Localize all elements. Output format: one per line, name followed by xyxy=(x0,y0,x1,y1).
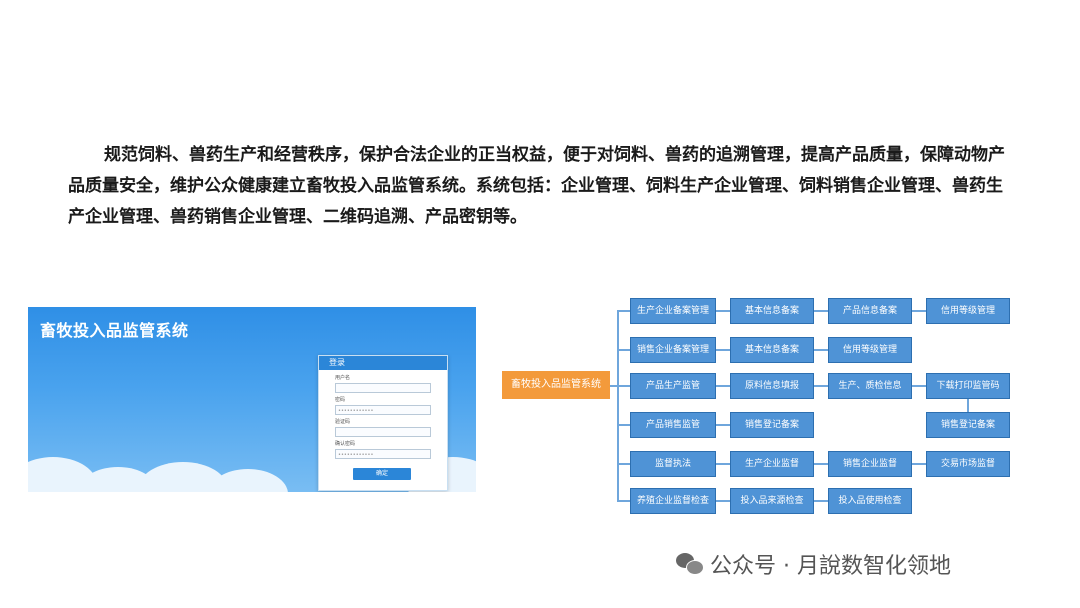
connector-line xyxy=(814,463,828,465)
login-screenshot: 畜牧投入品监管系统 登录 用户名 密码 •••••••••••• 验证码 确认密… xyxy=(28,307,476,492)
connector-line xyxy=(610,385,618,387)
connector-line xyxy=(814,385,828,387)
diagram-node: 生产、质检信息 xyxy=(828,373,912,399)
password-field[interactable]: •••••••••••• xyxy=(335,405,431,415)
diagram-node: 交易市场监督 xyxy=(926,451,1010,477)
connector-line xyxy=(617,385,630,387)
diagram-node: 投入品来源检查 xyxy=(730,488,814,514)
diagram-node: 销售企业监督 xyxy=(828,451,912,477)
connector-line xyxy=(716,310,730,312)
connector-line xyxy=(716,500,730,502)
diagram-node: 销售登记备案 xyxy=(926,412,1010,438)
diagram-node: 原料信息填报 xyxy=(730,373,814,399)
confirm-password-label: 确认密码 xyxy=(335,441,356,447)
connector-line xyxy=(912,385,926,387)
connector-line xyxy=(617,311,619,501)
confirm-password-field[interactable]: •••••••••••• xyxy=(335,449,431,459)
connector-line xyxy=(814,349,828,351)
username-field[interactable] xyxy=(335,383,431,393)
diagram-root-node: 畜牧投入品监管系统 xyxy=(502,371,610,399)
connector-line xyxy=(716,385,730,387)
connector-line xyxy=(967,399,969,412)
connector-line xyxy=(814,500,828,502)
username-label: 用户名 xyxy=(335,375,351,381)
diagram-node: 产品销售监管 xyxy=(630,412,716,438)
login-submit-button[interactable]: 确定 xyxy=(353,468,411,480)
captcha-label: 验证码 xyxy=(335,419,351,425)
connector-line xyxy=(716,424,730,426)
connector-line xyxy=(617,349,630,351)
connector-line xyxy=(617,500,630,502)
captcha-field[interactable] xyxy=(335,427,431,437)
login-dialog-title: 登录 xyxy=(319,356,447,370)
diagram-node: 生产企业监督 xyxy=(730,451,814,477)
connector-line xyxy=(716,349,730,351)
diagram-node: 销售企业备案管理 xyxy=(630,337,716,363)
diagram-node: 基本信息备案 xyxy=(730,298,814,324)
diagram-node: 销售登记备案 xyxy=(730,412,814,438)
app-title: 畜牧投入品监管系统 xyxy=(40,321,189,340)
connector-line xyxy=(814,310,828,312)
watermark-text: 公众号 · 月說数智化领地 xyxy=(710,554,951,579)
diagram-node: 信用等级管理 xyxy=(828,337,912,363)
connector-line xyxy=(912,463,926,465)
diagram-node: 基本信息备案 xyxy=(730,337,814,363)
connector-line xyxy=(912,310,926,312)
diagram-node: 产品生产监管 xyxy=(630,373,716,399)
password-label: 密码 xyxy=(335,397,346,403)
connector-line xyxy=(716,463,730,465)
diagram-node: 下载打印监管码 xyxy=(926,373,1010,399)
diagram-node: 信用等级管理 xyxy=(926,298,1010,324)
connector-line xyxy=(617,310,630,312)
diagram-node: 监督执法 xyxy=(630,451,716,477)
cloud-decoration xyxy=(208,469,288,492)
diagram-node: 养殖企业监督检查 xyxy=(630,488,716,514)
watermark: 公众号 · 月說数智化领地 xyxy=(676,548,951,580)
wechat-icon xyxy=(676,553,704,575)
diagram-node: 投入品使用检查 xyxy=(828,488,912,514)
connector-line xyxy=(617,463,630,465)
intro-paragraph: 规范饲料、兽药生产和经营秩序，保护合法企业的正当权益，便于对饲料、兽药的追溯管理… xyxy=(68,145,1005,227)
login-dialog: 登录 用户名 密码 •••••••••••• 验证码 确认密码 ••••••••… xyxy=(318,355,448,491)
diagram-node: 产品信息备案 xyxy=(828,298,912,324)
diagram-node: 生产企业备案管理 xyxy=(630,298,716,324)
connector-line xyxy=(617,424,630,426)
